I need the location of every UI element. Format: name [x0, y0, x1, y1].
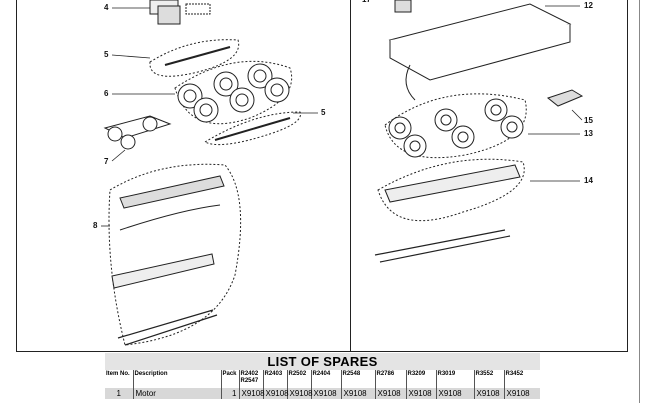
code: X9108 — [473, 388, 504, 399]
chassis-12 — [388, 0, 572, 81]
callout-12: 12 — [584, 1, 593, 10]
description: Motor — [132, 388, 221, 399]
dashed-group-14 — [377, 158, 525, 222]
code: X9108 — [340, 388, 375, 399]
code: X9108 — [405, 388, 436, 399]
code: X9108 — [310, 388, 341, 399]
callout-15: 15 — [584, 116, 593, 125]
col-r2403: R2403 — [262, 370, 287, 388]
col-r2502: R2502 — [286, 370, 311, 388]
callout-17: 17 — [362, 0, 371, 4]
col-pack: Pack — [220, 370, 239, 388]
callout-5b: 5 — [321, 108, 326, 117]
dashed-group-5 — [149, 39, 240, 77]
col-r3019: R3019 — [435, 370, 474, 388]
pack: 1 — [220, 388, 239, 399]
item-no: 1 — [105, 388, 133, 399]
col-description: Description — [132, 370, 221, 388]
col-r3452: R3452 — [503, 370, 540, 388]
part-15 — [546, 89, 584, 107]
code: X9108 — [262, 388, 289, 399]
page-edge — [639, 0, 640, 403]
code: X9108 — [435, 388, 474, 399]
callout-13: 13 — [584, 129, 593, 138]
code: X9108 — [238, 388, 265, 399]
callout-5: 5 — [104, 50, 109, 59]
col-r2402: R2402 R2547 — [238, 370, 263, 388]
callout-7: 7 — [104, 157, 109, 166]
panel-divider — [350, 0, 351, 352]
callout-8: 8 — [93, 221, 98, 230]
bogie-7 — [103, 115, 172, 150]
callout-6: 6 — [104, 89, 109, 98]
col-r2548: R2548 — [340, 370, 375, 388]
col-r2786: R2786 — [374, 370, 406, 388]
col-r2404: R2404 — [310, 370, 341, 388]
wheels-6 — [177, 63, 290, 123]
exploded-parts-diagram — [101, 0, 584, 346]
motor-part — [149, 0, 211, 25]
col-r3552: R3552 — [473, 370, 504, 388]
spares-table: LIST OF SPARES Item No. Description Pack… — [105, 353, 540, 399]
code: X9108 — [286, 388, 313, 399]
col-r3209: R3209 — [405, 370, 436, 388]
table-row: 1 Motor 1 X9108 X9108 X9108 X9108 X9108 … — [105, 388, 540, 399]
col-item-no: Item No. — [106, 371, 130, 377]
code: X9108 — [503, 388, 540, 399]
dashed-group-8 — [108, 163, 242, 346]
dashed-group-6 — [174, 60, 292, 125]
code: X9108 — [374, 388, 406, 399]
diagram-frame — [16, 0, 628, 352]
callout-4: 4 — [104, 3, 109, 12]
table-header-row: Item No. Description Pack R2402 R2547 R2… — [105, 370, 540, 388]
callout-14: 14 — [584, 176, 593, 185]
spares-title: LIST OF SPARES — [105, 353, 540, 370]
wheels-13 — [388, 98, 524, 158]
